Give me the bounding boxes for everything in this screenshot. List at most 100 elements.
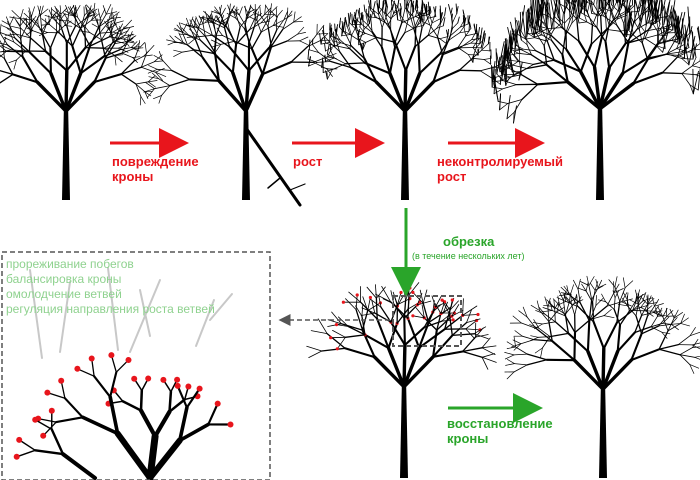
branch (441, 299, 450, 315)
branch (442, 47, 461, 56)
branch (534, 323, 543, 330)
branch (506, 112, 515, 120)
branch (250, 5, 256, 13)
branch (52, 13, 57, 22)
branch (633, 34, 643, 44)
branch (266, 14, 275, 22)
water-sprout (604, 0, 606, 8)
branch (666, 315, 676, 317)
branch (439, 38, 447, 44)
branch (188, 36, 198, 45)
branch (120, 30, 129, 35)
water-sprout (555, 0, 559, 14)
branch (472, 49, 483, 59)
branch (101, 28, 109, 41)
branch (542, 307, 553, 311)
branch (41, 18, 50, 25)
branch (601, 293, 606, 302)
branch (406, 10, 409, 20)
branch (268, 29, 278, 49)
water-sprout (405, 0, 409, 9)
water-sprout (496, 52, 501, 73)
branch (384, 12, 390, 26)
branch (96, 18, 100, 29)
branch (608, 15, 619, 26)
branch (406, 317, 421, 349)
water-sprout (359, 16, 362, 28)
branch (111, 31, 116, 45)
branch (267, 12, 271, 27)
branch (402, 346, 421, 389)
branch (432, 329, 438, 358)
branch (345, 298, 357, 311)
water-sprout (692, 70, 699, 95)
branch (689, 84, 694, 95)
branch (139, 96, 142, 106)
branch (535, 310, 546, 315)
branch (15, 33, 32, 39)
branch (509, 60, 519, 68)
branch (49, 71, 68, 113)
branch (181, 27, 189, 36)
branch (657, 307, 664, 318)
branch (481, 347, 496, 356)
branch (221, 23, 230, 30)
branch (565, 300, 579, 308)
water-sprout (496, 56, 501, 75)
branch (28, 29, 32, 53)
water-sprout (444, 7, 447, 16)
branch (41, 17, 53, 31)
branch (196, 34, 213, 38)
branch (573, 331, 577, 362)
branch (167, 41, 176, 46)
branch (632, 71, 664, 85)
branch (421, 9, 430, 17)
branch (661, 72, 683, 75)
branch (375, 36, 396, 44)
branch (459, 25, 465, 34)
branch (513, 343, 522, 351)
branch (14, 37, 30, 53)
branch (341, 34, 351, 37)
water-sprout (607, 0, 609, 2)
branch (20, 28, 32, 39)
branch (248, 23, 256, 44)
branch (540, 347, 543, 358)
branch (156, 68, 173, 71)
branch (331, 311, 342, 325)
branch (493, 88, 503, 95)
branch (513, 71, 522, 76)
branch (58, 20, 61, 34)
branch (0, 50, 7, 58)
branch (466, 318, 481, 324)
branch (207, 11, 213, 22)
branch (39, 29, 48, 33)
water-sprout (583, 0, 586, 15)
branch (653, 312, 662, 317)
branch (356, 30, 366, 34)
branch (261, 45, 273, 76)
branch (147, 68, 158, 74)
branch (596, 15, 599, 28)
branch (71, 45, 82, 75)
branch (452, 13, 458, 23)
removed-shoot (59, 281, 71, 353)
detail-branch (176, 384, 188, 409)
water-sprout (319, 32, 322, 45)
branch (597, 283, 607, 289)
branch (481, 356, 497, 363)
branch (135, 81, 149, 85)
restoration-label-line1: восстановление (447, 416, 553, 431)
branch (403, 317, 406, 347)
branch (316, 32, 329, 35)
branch (618, 11, 625, 25)
branch (585, 8, 590, 18)
branch (194, 38, 204, 59)
branch (144, 42, 147, 54)
water-sprout (656, 0, 661, 23)
detail-branch (76, 368, 95, 377)
branch (648, 16, 652, 26)
branch (591, 287, 599, 301)
branch (327, 69, 333, 80)
branch (666, 310, 674, 317)
